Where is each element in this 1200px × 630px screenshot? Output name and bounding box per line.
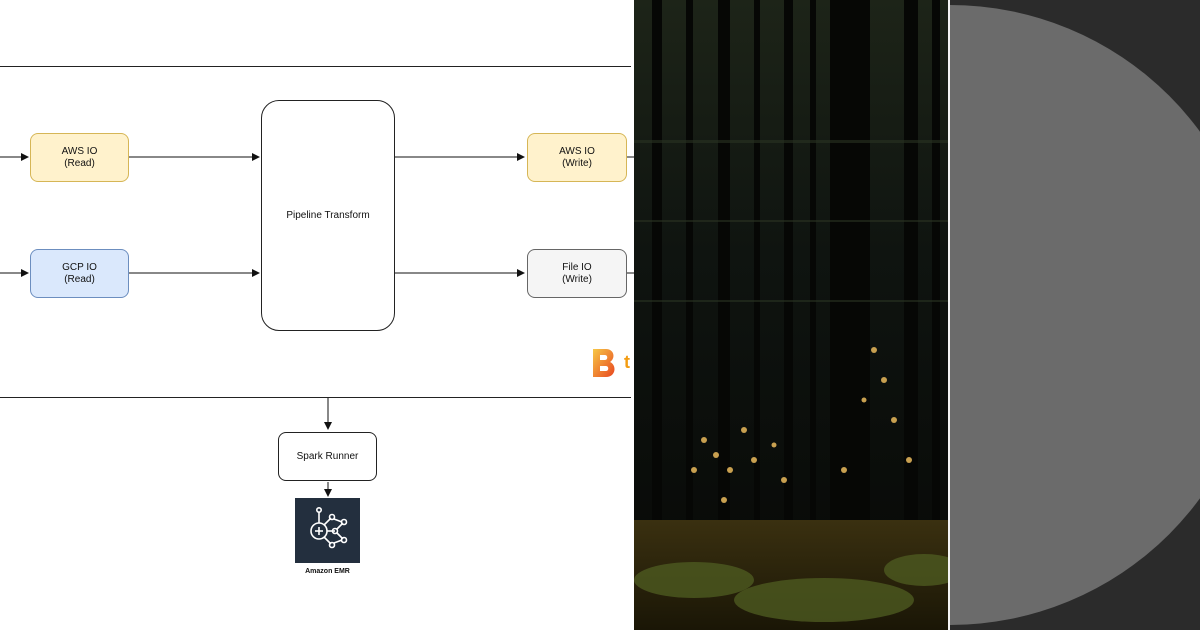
pipeline-transform-node: Pipeline Transform (261, 100, 395, 331)
pipeline-transform-label: Pipeline Transform (286, 209, 370, 221)
boundary-line-top (0, 66, 631, 67)
aws-io-read-mode: (Read) (64, 157, 95, 169)
file-io-write-mode: (Write) (562, 273, 592, 285)
amazon-emr-icon (295, 498, 360, 563)
brand-logo-icon (593, 349, 615, 377)
aws-io-read-node: AWS IO (Read) (30, 133, 129, 182)
diagram-panel: AWS IO (Read) GCP IO (Read) Pipeline Tra… (0, 66, 634, 575)
gcp-io-read-node: GCP IO (Read) (30, 249, 129, 298)
forest-photo-image (634, 0, 950, 630)
aws-io-read-title: AWS IO (61, 145, 98, 157)
brand-logo (590, 346, 620, 385)
aws-io-write-node: AWS IO (Write) (527, 133, 627, 182)
forest-photo (634, 0, 950, 630)
spark-runner-label: Spark Runner (296, 450, 359, 462)
spark-runner-node: Spark Runner (278, 432, 377, 481)
gcp-io-read-mode: (Read) (64, 273, 95, 285)
amazon-emr-label: Amazon EMR (305, 568, 350, 575)
file-io-write-title: File IO (562, 261, 592, 273)
boundary-line-bottom (0, 397, 631, 398)
aws-io-write-mode: (Write) (562, 157, 592, 169)
connector-layer (0, 153, 634, 497)
aws-io-write-title: AWS IO (559, 145, 595, 157)
gcp-io-read-title: GCP IO (62, 261, 97, 273)
grey-disc-shape (950, 5, 1200, 625)
brand-logo-text: t (624, 352, 630, 372)
disc-panel (950, 0, 1200, 630)
file-io-write-node: File IO (Write) (527, 249, 627, 298)
